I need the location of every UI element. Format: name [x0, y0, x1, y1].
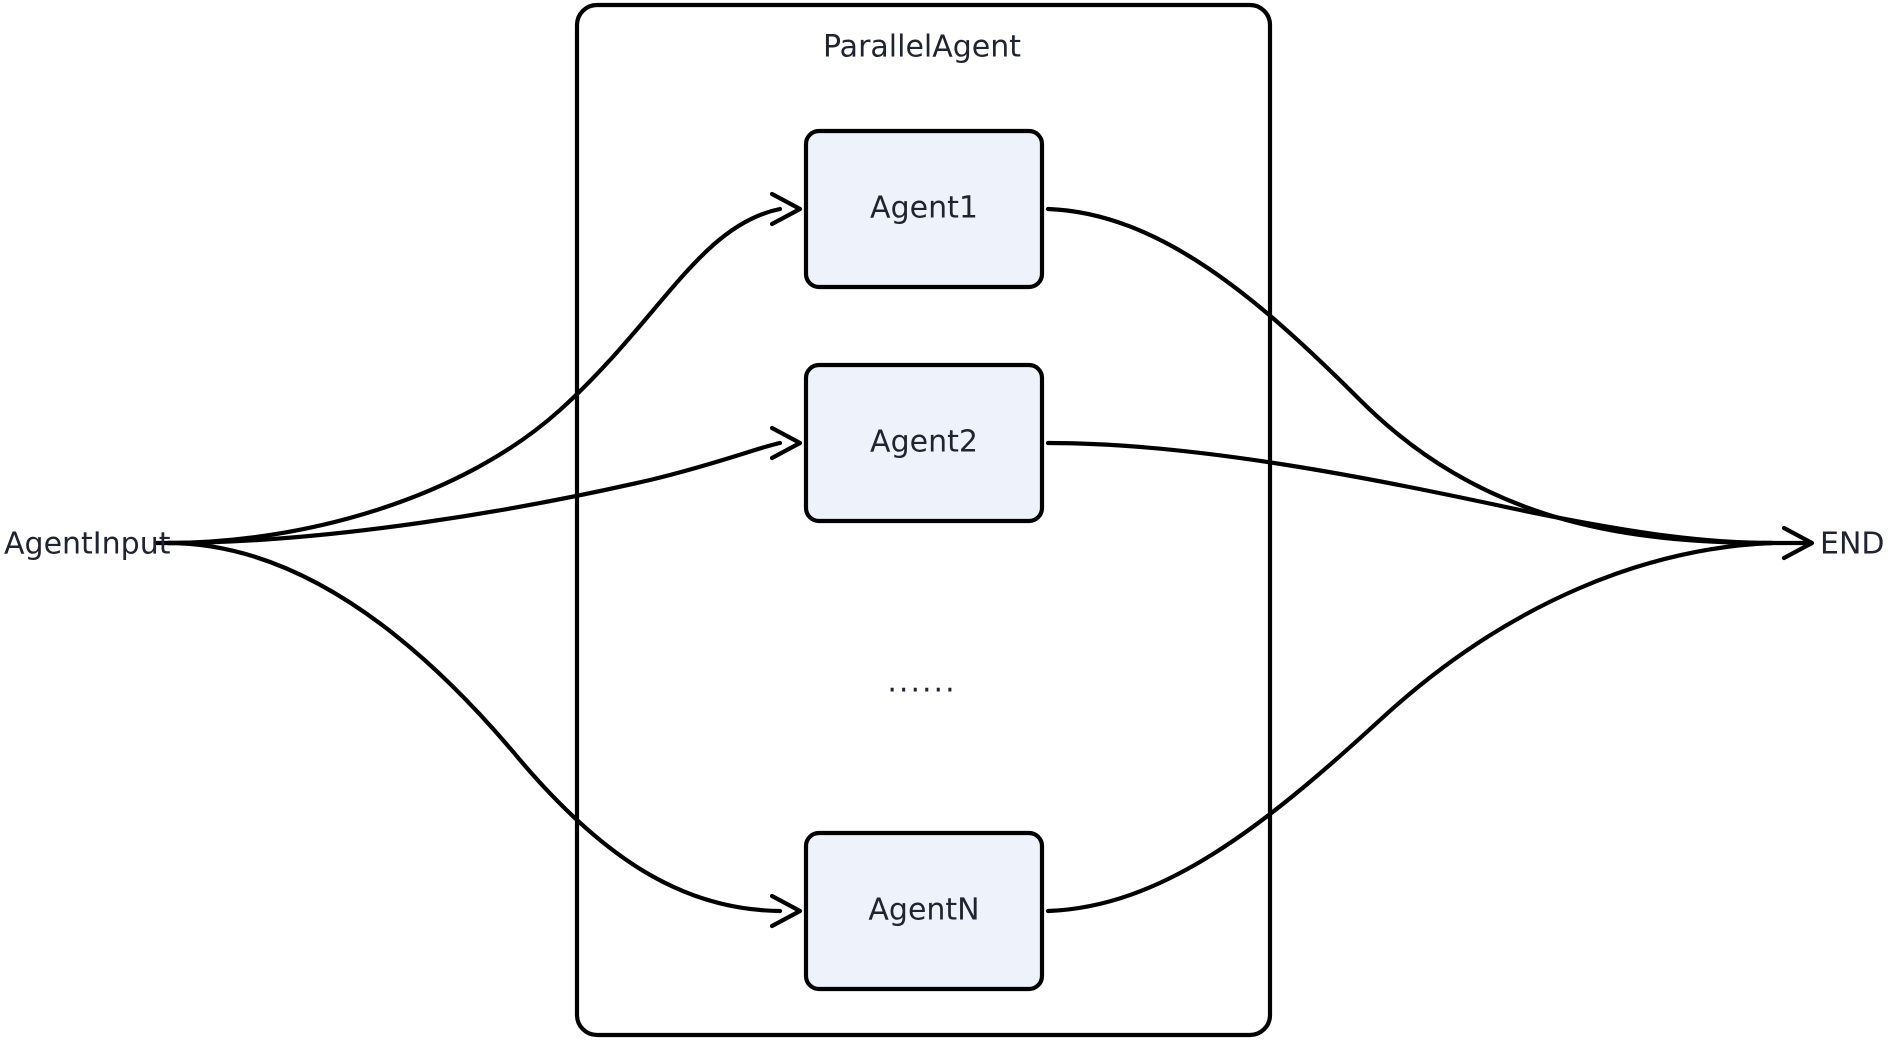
agent-node-1[interactable]: Agent1	[803, 128, 1045, 290]
edge-agent2-to-end	[1045, 440, 1775, 546]
edge-agent1-to-end	[1045, 206, 1775, 546]
agent1-label: Agent1	[870, 191, 978, 226]
agent2-box[interactable]	[803, 362, 1045, 524]
edges-agents-to-end	[1045, 206, 1815, 914]
node-agent-input-label: AgentInput	[4, 527, 171, 562]
arrowhead-to-end	[1781, 525, 1815, 561]
edge-input-to-agentn	[165, 540, 783, 914]
agentn-label: AgentN	[868, 893, 979, 928]
ellipsis-indicator: ......	[887, 665, 956, 700]
agentn-box[interactable]	[803, 830, 1045, 992]
edge-input-to-agent2	[165, 440, 783, 546]
agent-node-2[interactable]: Agent2	[803, 362, 1045, 524]
agent2-label: Agent2	[870, 425, 978, 460]
arrowhead-input-to-agent1	[769, 191, 803, 227]
parallel-agent-container	[574, 2, 1273, 1038]
arrowhead-input-to-agentn	[769, 893, 803, 929]
agent-node-n[interactable]: AgentN	[803, 830, 1045, 992]
edge-input-to-agent1	[165, 206, 783, 546]
edges-input-to-agents	[165, 191, 803, 929]
edge-agentn-to-end	[1045, 540, 1775, 914]
arrowhead-input-to-agent2	[769, 425, 803, 461]
node-end-label: END	[1820, 527, 1885, 562]
agent1-box[interactable]	[803, 128, 1045, 290]
parallel-agent-title: ParallelAgent	[823, 30, 1021, 65]
